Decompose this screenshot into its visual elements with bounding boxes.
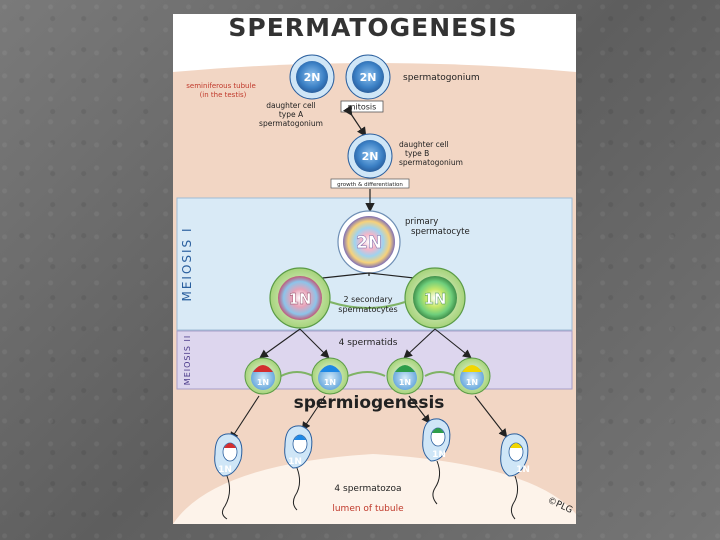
spermatids-label: 4 spermatids: [339, 338, 398, 348]
meiosis2-arrow: [434, 328, 472, 359]
tubule-label: seminiferous tubule: [186, 82, 256, 90]
secondary-spermatocyte-right: 1N: [404, 267, 466, 329]
spermatid-4: 1N: [453, 357, 491, 395]
daughter-a-line2: type A: [279, 110, 304, 119]
ploidy-label: 2N: [304, 71, 321, 84]
spermatid-1: 1N: [244, 357, 282, 395]
spermiogenesis-arrow: [301, 395, 326, 431]
meiosis2-arrow: [259, 328, 301, 359]
mitosis-arrow: [343, 105, 367, 137]
meiosis2-arrow: [403, 328, 436, 359]
spermiogenesis-arrow: [474, 395, 508, 438]
secondary-spermatocyte-left: 1N: [269, 267, 331, 329]
meiosis2-label: MEIOSIS II: [183, 335, 192, 385]
ploidy-label: 1N: [399, 378, 411, 387]
ploidy-label: 1N: [288, 457, 302, 467]
spermatozoon-4: 1N: [500, 433, 530, 520]
tubule-label-2: (in the testis): [200, 91, 247, 99]
ploidy-label: 2N: [356, 233, 382, 253]
daughter-a-line1: daughter cell: [266, 101, 316, 110]
ploidy-label: 2N: [360, 71, 377, 84]
lumen: [173, 454, 576, 524]
secondary-label-2: spermatocytes: [338, 305, 397, 314]
spermatid-3: 1N: [386, 357, 424, 395]
spermatozoon-1: 1N: [214, 433, 243, 520]
ploidy-label: 1N: [324, 378, 336, 387]
daughter-b-line2: type B: [405, 149, 429, 158]
ploidy-label: 1N: [424, 290, 447, 308]
primary-label-1: primary: [405, 217, 438, 227]
spermatogenesis-diagram: SPERMATOGENESIS seminiferous tubule (in …: [173, 14, 576, 524]
spermatogonium-type-b-cell: 2N: [347, 133, 393, 179]
spermatid-2: 1N: [311, 357, 349, 395]
spermiogenesis-label: spermiogenesis: [294, 393, 445, 413]
spermatozoon-3: 1N: [422, 418, 451, 505]
mitosis-label: mitosis: [348, 103, 377, 112]
diagram-title: SPERMATOGENESIS: [228, 14, 517, 42]
primary-label-2: spermatocyte: [411, 227, 470, 237]
meiosis2-arrow: [299, 328, 330, 359]
spermatozoon-2: 1N: [284, 425, 313, 511]
daughter-b-line1: daughter cell: [399, 140, 449, 149]
spermatid-bridge: [347, 371, 386, 377]
spermiogenesis-arrow: [229, 395, 260, 441]
spermatid-bridge: [424, 371, 456, 377]
ploidy-label: 1N: [466, 378, 478, 387]
secondary-label-1: 2 secondary: [343, 295, 392, 304]
ploidy-label: 1N: [289, 290, 312, 308]
cytoplasmic-bridge: [329, 301, 406, 309]
spermatogonium-label: spermatogonium: [403, 73, 480, 83]
ploidy-label: 1N: [218, 465, 232, 475]
spermiogenesis-arrow: [408, 395, 431, 424]
spermatozoa-label: 4 spermatozoa: [334, 484, 401, 494]
lumen-label: lumen of tubule: [332, 504, 404, 514]
growth-box: [330, 178, 410, 189]
ploidy-label: 1N: [257, 378, 269, 387]
ploidy-label: 1N: [516, 465, 530, 475]
primary-spermatocyte-cell: 2N: [337, 210, 401, 274]
daughter-a-line3: spermatogonium: [259, 119, 323, 128]
ploidy-label: 2N: [362, 150, 379, 163]
ploidy-label: 1N: [432, 450, 446, 460]
meiosis1-label: MEIOSIS I: [180, 226, 194, 301]
spermatogonium-cell-b: 2N: [345, 54, 391, 100]
spermatogonium-cell-a: 2N: [289, 54, 335, 100]
meiosis2-band: [176, 330, 573, 390]
growth-label: growth & differentiation: [337, 182, 403, 188]
spermatid-bridge: [280, 371, 314, 377]
daughter-b-line3: spermatogonium: [399, 158, 463, 167]
